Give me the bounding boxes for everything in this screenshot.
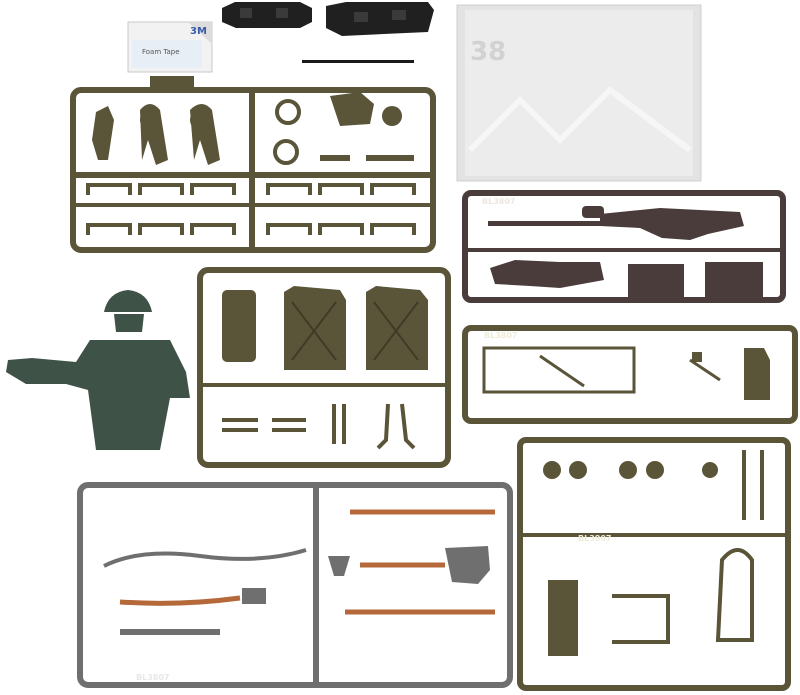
frame-sprue: BL3807 <box>462 325 798 424</box>
frame-sprue-code: BL3807 <box>484 331 517 340</box>
foam-tape-pad: 3M Foam Tape <box>127 21 213 73</box>
upper-olive-sprue <box>70 87 436 253</box>
soldier-figure <box>6 290 190 450</box>
mg-sprue-code: BL3807 <box>482 197 515 206</box>
jerry-can-sprue <box>197 267 451 468</box>
upper-sprue-parts <box>92 76 414 165</box>
tape-brand-label: 3M <box>190 26 207 37</box>
lower-right-sprue: BL3807 <box>517 437 791 691</box>
clear-decal-sheet: 38 <box>456 4 702 182</box>
tool-sprue-code: BL3807 <box>136 673 169 682</box>
track-link-parts <box>222 2 434 63</box>
decal-number: 38 <box>470 37 506 67</box>
tool-sprue: BL3807 <box>77 482 513 688</box>
tape-sublabel: Foam Tape <box>142 48 180 56</box>
machine-gun-sprue: BL3807 <box>462 190 786 303</box>
right-sprue-code: BL3807 <box>578 534 611 543</box>
upper-sprue-rings <box>140 99 301 165</box>
